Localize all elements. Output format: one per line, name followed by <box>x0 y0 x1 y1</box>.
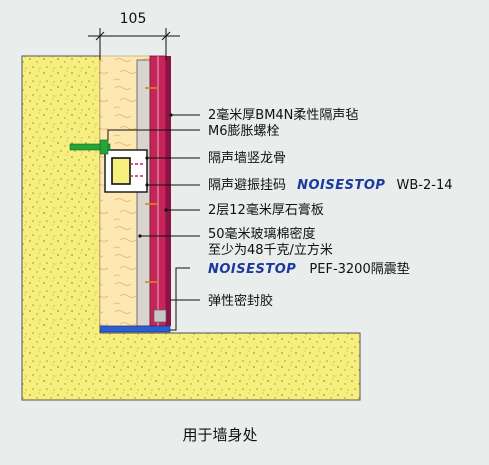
label-pad-model: PEF-3200隔震垫 <box>309 261 409 277</box>
label-wool-line2: 至少为48千克/立方米 <box>208 242 333 258</box>
dimension-line <box>88 28 180 60</box>
sealant-bead <box>153 309 167 323</box>
leader-lines <box>107 114 200 331</box>
dimension-label: 105 <box>120 11 147 27</box>
label-stud: 隔声墙竖龙骨 <box>208 151 286 166</box>
steel-stud <box>136 59 151 327</box>
label-hanger-text: 隔声避振挂码 <box>208 178 286 193</box>
expansion-bolt-head <box>99 139 109 155</box>
wall-hanger-inner <box>111 157 131 185</box>
leader-dots <box>138 113 173 238</box>
label-pad: NOISESTOP PEF-3200隔震垫 <box>208 258 410 277</box>
label-bolt: M6膨胀螺栓 <box>208 124 280 139</box>
label-hanger-model: WB-2-14 <box>397 178 453 193</box>
label-hanger-brand: NOISESTOP <box>297 178 385 193</box>
board-screws <box>145 87 157 283</box>
label-wool-line1: 50毫米玻璃棉密度 <box>208 226 316 242</box>
isolation-pad <box>99 325 171 333</box>
label-felt: 2毫米厚BM4N柔性隔声毡 <box>208 107 358 123</box>
label-pad-brand: NOISESTOP <box>208 262 296 277</box>
diagram-caption: 用于墙身处 <box>182 426 257 444</box>
acoustic-felt <box>166 56 171 326</box>
gypsum-board-inner <box>149 55 159 327</box>
gypsum-board-outer <box>157 55 167 327</box>
expansion-bolt <box>69 143 111 151</box>
label-sealant: 弹性密封胶 <box>208 293 273 309</box>
label-hanger: 隔声避振挂码 NOISESTOP WB-2-14 <box>208 174 453 193</box>
label-gypsum: 2层12毫米厚石膏板 <box>208 202 324 218</box>
